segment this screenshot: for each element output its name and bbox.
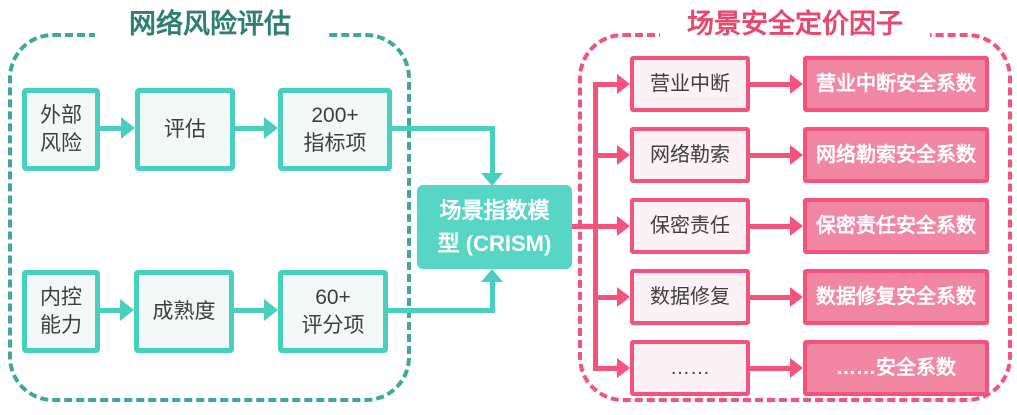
arrow-right-icon [264, 299, 278, 321]
arrow-line [235, 126, 266, 131]
model-to-spine-line [572, 224, 598, 229]
arrow-line [748, 82, 791, 87]
arrow-right-icon [790, 216, 803, 236]
arrow-right-icon [617, 287, 630, 307]
branch-line [596, 82, 618, 87]
elbow-line [388, 308, 495, 313]
arrow-line [748, 366, 791, 371]
branch-line [596, 153, 618, 158]
arrow-right-icon [617, 216, 630, 236]
internal-control-box: 内控 能力 [22, 270, 100, 353]
scoring-60-box: 60+ 评分项 [278, 270, 388, 353]
scenario-box-cyber-extortion: 网络勒索 [630, 127, 750, 183]
arrow-right-icon [264, 117, 278, 139]
indicators-200-box: 200+ 指标项 [278, 88, 392, 171]
arrow-line [748, 153, 791, 158]
arrow-line [748, 224, 791, 229]
arrow-line [100, 308, 122, 313]
branch-line [596, 295, 618, 300]
elbow-line [490, 282, 495, 313]
scenario-box-data-restoration: 数据修复 [630, 269, 750, 325]
crism-model-box: 场景指数模 型 (CRISM) [417, 185, 572, 269]
arrow-right-icon [790, 358, 803, 378]
branch-line [596, 224, 618, 229]
arrow-right-icon [617, 145, 630, 165]
cyber-risk-assessment-title: 网络风险评估 [95, 6, 325, 42]
arrow-right-icon [790, 287, 803, 307]
branch-line [596, 366, 618, 371]
arrow-line [234, 308, 266, 313]
factor-box-confidentiality-liability: 保密责任安全系数 [803, 198, 989, 254]
factor-box-business-interruption: 营业中断安全系数 [803, 56, 989, 112]
arrow-line [748, 295, 791, 300]
arrow-line [100, 126, 122, 131]
arrow-down-icon [481, 173, 503, 186]
fanout-spine-line [593, 82, 598, 371]
arrow-right-icon [617, 74, 630, 94]
maturity-box: 成熟度 [134, 270, 234, 353]
arrow-right-icon [790, 145, 803, 165]
scenario-box-business-interruption: 营业中断 [630, 56, 750, 112]
factor-box-ellipsis: ……安全系数 [803, 340, 989, 396]
factor-box-cyber-extortion: 网络勒索安全系数 [803, 127, 989, 183]
arrow-right-icon [790, 74, 803, 94]
arrow-up-icon [481, 269, 503, 282]
arrow-right-icon [121, 117, 135, 139]
arrow-right-icon [120, 299, 134, 321]
elbow-line [392, 126, 495, 131]
arrow-right-icon [617, 358, 630, 378]
factor-box-data-restoration: 数据修复安全系数 [803, 269, 989, 325]
external-risk-box: 外部 风险 [22, 88, 100, 171]
scenario-box-confidentiality-liability: 保密责任 [630, 198, 750, 254]
scenario-pricing-factors-title: 场景安全定价因子 [660, 6, 930, 42]
elbow-line [490, 126, 495, 174]
assessment-box: 评估 [135, 88, 235, 171]
scenario-box-ellipsis: …… [630, 340, 750, 396]
